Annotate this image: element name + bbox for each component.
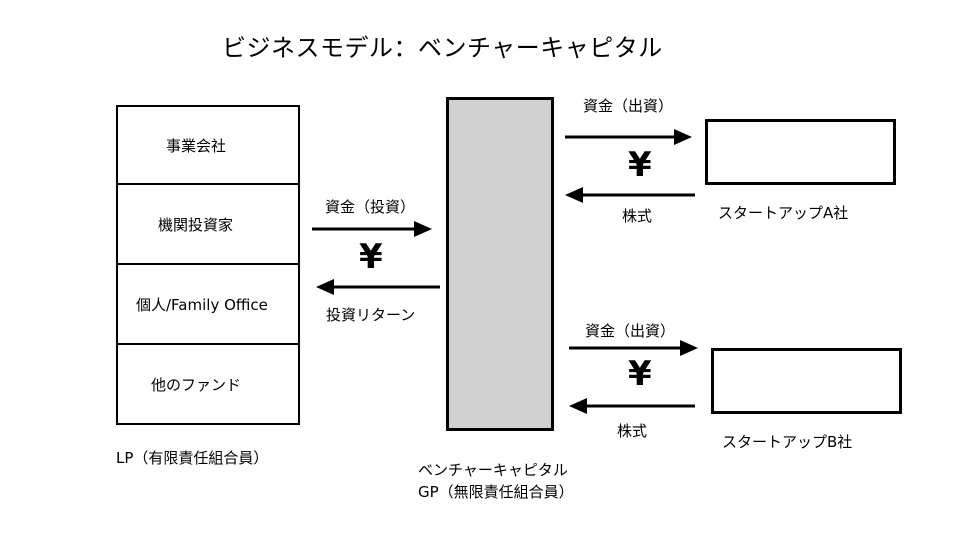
label-gp-to-lp: 投資リターン: [326, 306, 416, 324]
lp-caption: LP（有限責任組合員）: [116, 449, 269, 467]
yen-icon-lp-return: ¥: [359, 237, 383, 277]
arrow-lp-to-gp: [312, 221, 432, 237]
arrow-startup-a-to-gp: [565, 187, 695, 203]
label-startup-b-out: 株式: [617, 422, 648, 440]
diagram-title: ビジネスモデル：ベンチャーキャピタル: [222, 34, 663, 62]
lp-box-individual: 個人/Family Office: [116, 263, 300, 345]
startup-b-box: [711, 348, 902, 414]
lp-label-corporate: 事業会社: [166, 136, 227, 155]
label-startup-a-out: 株式: [622, 207, 653, 225]
label-lp-to-gp: 資金（投資）: [325, 198, 416, 216]
label-startup-a-in: 資金（出資）: [583, 97, 674, 115]
label-startup-b-in: 資金（出資）: [585, 322, 676, 340]
lp-box-other-funds: 他のファンド: [116, 343, 300, 425]
startup-b-name: スタートアップB社: [722, 433, 853, 451]
vc-gp-box: [446, 97, 554, 431]
lp-label-other-funds: 他のファンド: [151, 375, 242, 394]
arrow-startup-b-to-gp: [569, 398, 695, 414]
gp-caption-line1: ベンチャーキャピタル: [418, 461, 568, 479]
startup-a-box: [705, 119, 896, 185]
lp-label-institutional: 機関投資家: [158, 215, 234, 234]
yen-icon-startup-b: ¥: [628, 354, 652, 394]
arrow-gp-to-startup-a: [565, 129, 692, 145]
startup-a-name: スタートアップA社: [718, 204, 849, 222]
gp-caption-line2: GP（無限責任組合員）: [418, 483, 574, 501]
lp-label-individual: 個人/Family Office: [136, 295, 268, 314]
arrow-gp-to-lp: [316, 279, 440, 295]
yen-icon-startup-a: ¥: [628, 145, 652, 185]
arrow-gp-to-startup-b: [569, 340, 698, 356]
lp-box-corporate: 事業会社: [116, 105, 300, 185]
